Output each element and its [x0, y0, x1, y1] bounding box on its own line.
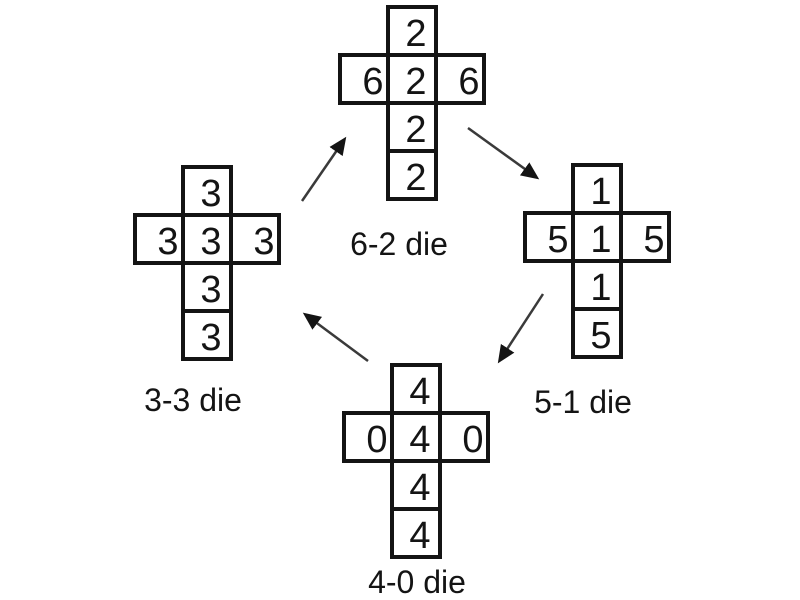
- cell-value: 3: [200, 173, 222, 215]
- die-5-1-cell-right: 5: [619, 211, 671, 263]
- die-3-3-cell-top: 3: [181, 165, 233, 217]
- die-4-0-cell-center: 4: [390, 411, 442, 463]
- cell-value: 4: [409, 467, 431, 509]
- die-3-3-cell-left: 3: [133, 213, 185, 265]
- die-4-0-cell-left: 0: [342, 411, 394, 463]
- cell-value: 1: [590, 267, 612, 309]
- die-4-0-cell-bottom: 4: [390, 507, 442, 559]
- die-net-5-1: 1 5 1 5 1 5: [523, 163, 671, 359]
- die-net-3-3: 3 3 3 3 3 3: [133, 165, 281, 361]
- cell-value: 4: [409, 371, 431, 413]
- cell-value: 0: [462, 419, 484, 461]
- cell-value: 4: [409, 515, 431, 557]
- cell-value: 1: [590, 219, 612, 261]
- cell-value: 2: [405, 13, 427, 55]
- die-3-3-cell-center: 3: [181, 213, 233, 265]
- cell-value: 3: [253, 221, 275, 263]
- arrow-4-0-to-3-3: [302, 312, 369, 363]
- die-net-6-2: 2 6 2 6 2 2: [338, 5, 486, 201]
- die-5-1-cell-lower: 1: [571, 259, 623, 311]
- die-6-2-cell-lower: 2: [386, 101, 438, 153]
- cell-value: 3: [200, 317, 222, 359]
- die-4-0-label: 4-0 die: [368, 564, 466, 600]
- cell-value: 5: [643, 219, 665, 261]
- cell-value: 2: [405, 109, 427, 151]
- die-5-1-cell-left: 5: [523, 211, 575, 263]
- die-6-2-cell-right: 6: [434, 53, 486, 105]
- die-6-2-cell-top: 2: [386, 5, 438, 57]
- cell-value: 5: [590, 315, 612, 357]
- die-3-3-label: 3-3 die: [144, 382, 242, 418]
- cell-value: 3: [200, 269, 222, 311]
- cell-value: 6: [458, 61, 480, 103]
- cell-value: 3: [157, 221, 179, 263]
- cell-value: 2: [405, 157, 427, 199]
- cell-value: 0: [366, 419, 388, 461]
- die-5-1-cell-center: 1: [571, 211, 623, 263]
- die-5-1-cell-bottom: 5: [571, 307, 623, 359]
- die-6-2-cell-left: 6: [338, 53, 390, 105]
- cell-value: 1: [590, 171, 612, 213]
- die-4-0-cell-right: 0: [438, 411, 490, 463]
- cell-value: 3: [200, 221, 222, 263]
- die-6-2-cell-center: 2: [386, 53, 438, 105]
- cell-value: 2: [405, 61, 427, 103]
- die-4-0-cell-top: 4: [390, 363, 442, 415]
- die-6-2-cell-bottom: 2: [386, 149, 438, 201]
- die-net-4-0: 4 0 4 0 4 4: [342, 363, 490, 559]
- cell-value: 6: [362, 61, 384, 103]
- die-3-3-cell-right: 3: [229, 213, 281, 265]
- die-5-1-cell-top: 1: [571, 163, 623, 215]
- die-6-2-label: 6-2 die: [350, 226, 448, 262]
- cell-value: 4: [409, 419, 431, 461]
- die-4-0-cell-lower: 4: [390, 459, 442, 511]
- die-3-3-cell-lower: 3: [181, 261, 233, 313]
- die-3-3-cell-bottom: 3: [181, 309, 233, 361]
- die-5-1-label: 5-1 die: [534, 384, 632, 420]
- cell-value: 5: [547, 219, 569, 261]
